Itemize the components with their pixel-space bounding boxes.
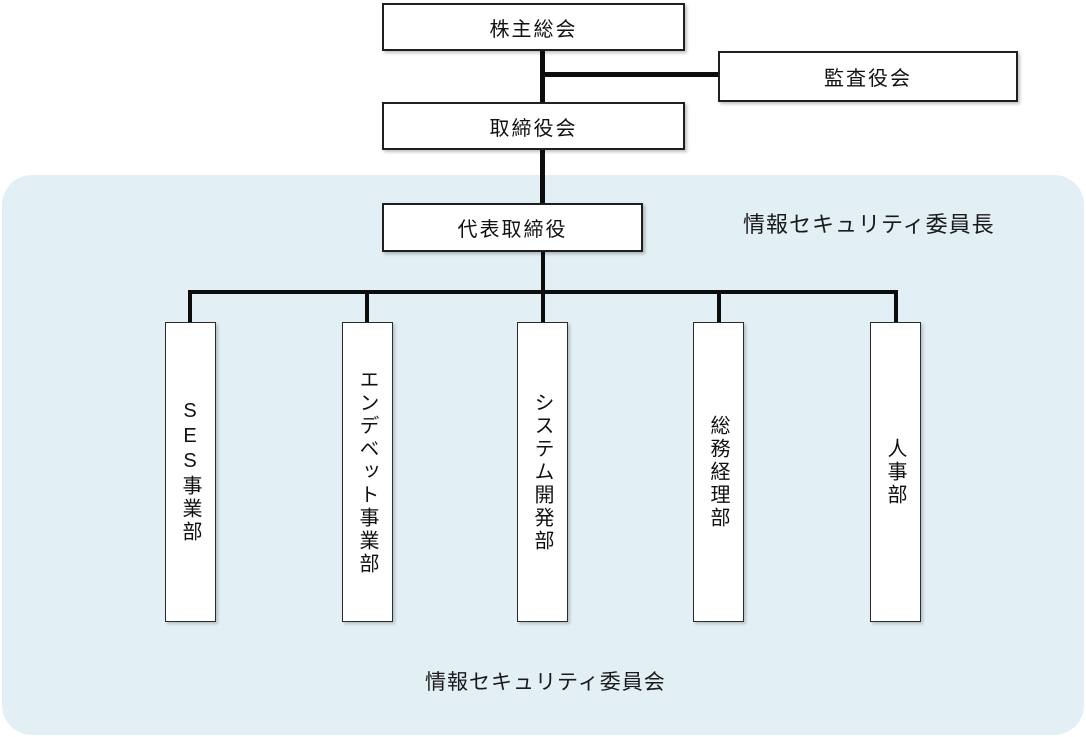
node-board-of-directors-label: 取締役会 xyxy=(489,117,578,140)
dept-ses-division: SES事業部 xyxy=(165,322,216,622)
connector-drop-embedded xyxy=(365,290,369,322)
dept-system-development-label: システム開発部 xyxy=(531,391,553,553)
node-representative-director-label: 代表取締役 xyxy=(457,219,568,241)
dept-human-resources: 人事部 xyxy=(870,322,921,622)
dept-embedded-division: エンデベット事業部 xyxy=(342,322,393,622)
dept-general-affairs-accounting-label: 総務経理部 xyxy=(707,414,729,530)
connector-representative-to-bus xyxy=(541,252,545,292)
dept-embedded-division-label: エンデベット事業部 xyxy=(356,368,378,576)
node-board-of-directors: 取締役会 xyxy=(382,102,685,150)
dept-ses-division-label: SES事業部 xyxy=(179,400,201,544)
connector-drop-general-affairs xyxy=(717,290,721,322)
node-audit-board: 監査役会 xyxy=(718,51,1018,102)
node-representative-director: 代表取締役 xyxy=(382,203,643,252)
node-audit-board-label: 監査役会 xyxy=(824,68,912,90)
node-shareholders-meeting: 株主総会 xyxy=(382,3,685,51)
node-shareholders-label: 株主総会 xyxy=(489,18,578,41)
committee-caption: 情報セキュリティ委員会 xyxy=(425,671,666,694)
dept-general-affairs-accounting: 総務経理部 xyxy=(693,322,744,622)
connector-branch-to-audit-board xyxy=(540,72,718,77)
chairman-annotation: 情報セキュリティ委員長 xyxy=(743,212,995,237)
connector-drop-system-dev xyxy=(541,290,545,322)
dept-human-resources-label: 人事部 xyxy=(884,437,906,507)
connector-drop-hr xyxy=(894,290,898,322)
connector-drop-ses xyxy=(188,290,192,322)
connector-board-to-representative xyxy=(540,150,545,203)
dept-system-development: システム開発部 xyxy=(517,322,568,622)
